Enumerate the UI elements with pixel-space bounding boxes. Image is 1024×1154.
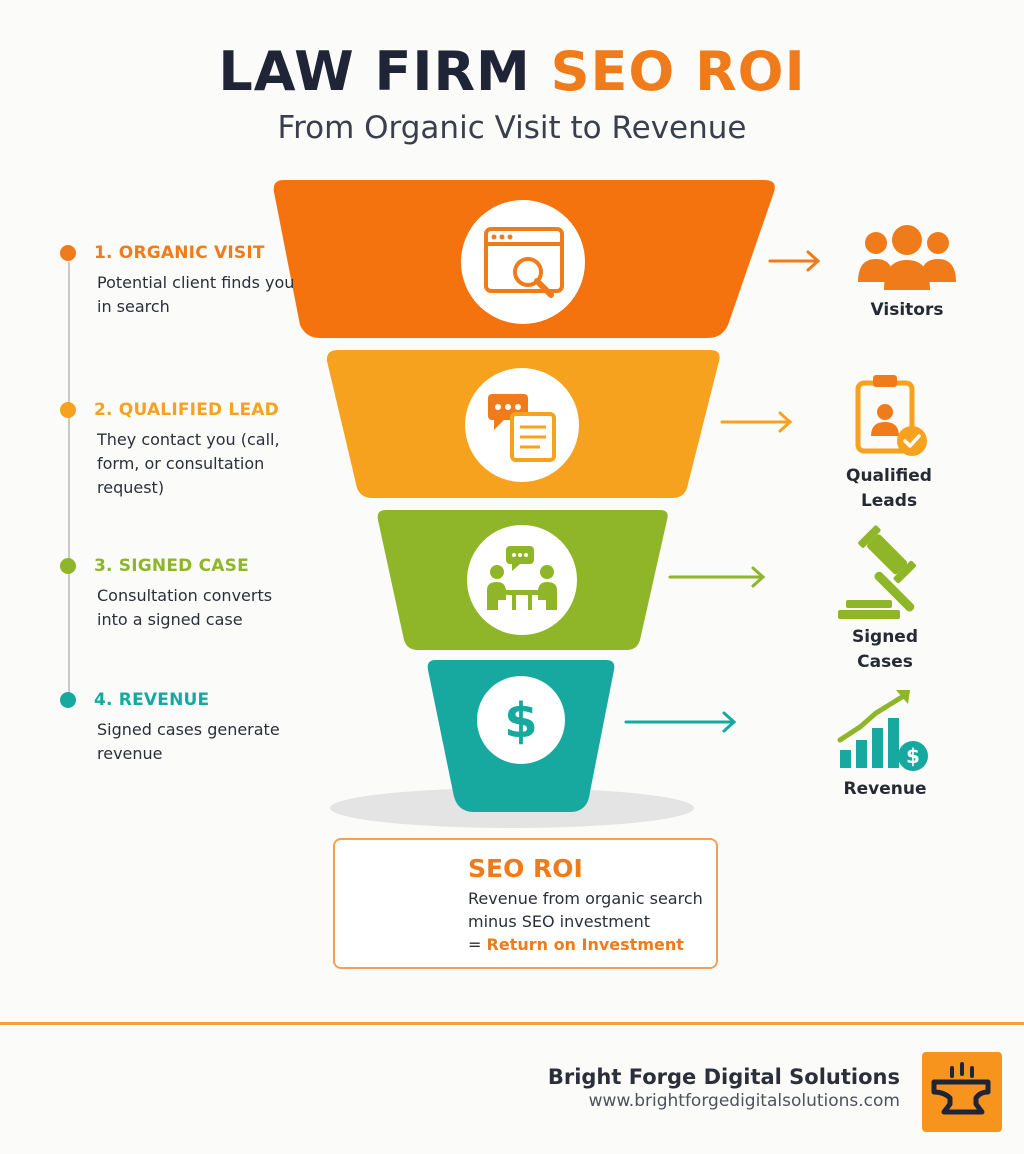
roi-equals: = [468,935,487,954]
step-description: Signed cases generate revenue [97,720,280,763]
step-dot [60,692,76,708]
arrow-to-qualified-leads [720,411,793,433]
step-label: 3. SIGNED CASE [94,556,249,576]
roi-result-highlight: Return on Investment [486,935,684,954]
roi-summary-box: SEO ROI Revenue from organic search minu… [333,838,718,969]
step-dot [60,558,76,574]
outcome-label-visitors: Visitors [870,300,944,320]
title-part-law-firm: LAW FIRM [218,40,531,103]
company-url[interactable]: www.brightforgedigitalsolutions.com [588,1091,900,1111]
roi-formula-text: Revenue from organic search minus SEO in… [468,889,703,931]
dollar-icon: $ [477,676,565,764]
meeting-icon [467,525,577,635]
footer-divider [0,1022,1024,1025]
page-title: LAW FIRM SEO ROI [0,42,1024,102]
step-qualified-lead: 2. QUALIFIED LEAD They contact you (call… [60,398,300,500]
step-revenue: 4. REVENUE Signed cases generate revenue [60,688,300,766]
step-label: 1. ORGANIC VISIT [94,243,265,263]
outcome-label-revenue: Revenue [843,779,927,799]
anvil-logo-icon [922,1052,1002,1132]
step-dot [60,402,76,418]
roi-title: SEO ROI [468,854,583,883]
roi-description: Revenue from organic search minus SEO in… [468,887,708,956]
step-description: They contact you (call, form, or consult… [97,430,280,497]
step-description: Potential client finds you in search [97,273,295,316]
step-description: Consultation converts into a signed case [97,586,273,629]
step-organic-visit: 1. ORGANIC VISIT Potential client finds … [60,241,300,319]
step-label: 2. QUALIFIED LEAD [94,400,279,420]
step-signed-case: 3. SIGNED CASE Consultation converts int… [60,554,300,632]
clipboard-check-icon [855,375,927,456]
gavel-icon [838,525,916,619]
arrow-to-revenue [624,711,737,733]
arrow-to-visitors [768,250,821,272]
step-label: 4. REVENUE [94,690,210,710]
company-name: Bright Forge Digital Solutions [547,1065,900,1089]
funnel-diagram: $ [273,180,956,938]
step-dot [60,245,76,261]
browser-search-icon [461,200,585,324]
company-info: Bright Forge Digital Solutions www.brigh… [548,1064,900,1112]
steps-connector-line [68,262,70,700]
page-subtitle: From Organic Visit to Revenue [277,110,747,146]
outcome-label-signed-cases: Signed Cases [851,627,919,672]
chat-document-icon [465,368,579,482]
outcome-label-qualified-leads: Qualified Leads [846,466,932,511]
arrow-to-signed-cases [668,566,766,588]
svg-text:$: $ [906,744,920,768]
users-icon [858,225,956,290]
growth-chart-dollar-icon: $ [837,690,928,771]
svg-text:$: $ [504,693,537,749]
title-part-seo-roi: SEO ROI [550,40,806,103]
